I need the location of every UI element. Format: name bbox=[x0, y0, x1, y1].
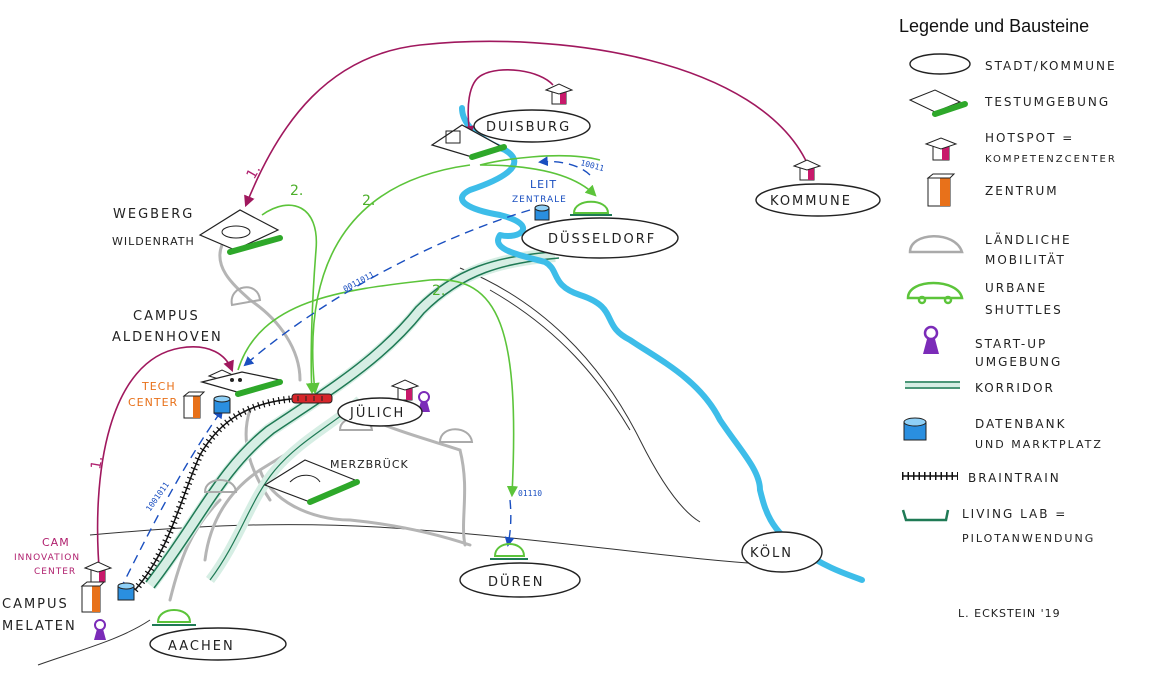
step-number-2-c: 2. bbox=[432, 283, 445, 299]
label-leitzentrale-2: ZENTRALE bbox=[512, 195, 567, 205]
legend-label: ZENTRUM bbox=[985, 184, 1059, 198]
database-icon bbox=[117, 582, 135, 601]
legend-label-2: PILOTANWENDUNG bbox=[962, 532, 1095, 545]
corridor bbox=[144, 248, 560, 590]
step-number-2-b: 2. bbox=[362, 193, 375, 209]
legend-label: STADT/KOMMUNE bbox=[985, 59, 1117, 73]
legend-label: BRAINTRAIN bbox=[968, 471, 1061, 485]
center-cube-icon bbox=[182, 391, 206, 419]
database-icon bbox=[213, 395, 231, 414]
center-cube-icon bbox=[80, 581, 106, 613]
legend-label: TESTUMGEBUNG bbox=[984, 95, 1110, 109]
binary-label-3: 1001011 bbox=[144, 480, 171, 513]
river-rhine bbox=[459, 105, 865, 583]
magenta-arrows bbox=[96, 40, 809, 581]
hotspot-icon bbox=[792, 159, 822, 181]
legend-label: LIVING LAB = bbox=[962, 507, 1067, 521]
braintrain-track bbox=[132, 394, 306, 593]
signature: L. ECKSTEIN '19 bbox=[958, 607, 1061, 620]
startup-pawn-icon bbox=[923, 325, 939, 354]
data-flow-arrows bbox=[119, 156, 591, 591]
legend-label-2: MOBILITÄT bbox=[985, 252, 1066, 267]
label-wegberg: WEGBERG bbox=[113, 207, 194, 222]
living-lab-icon bbox=[901, 509, 950, 522]
city-label-juelich: JÜLICH bbox=[349, 404, 405, 421]
label-cam-2: INNOVATION bbox=[14, 553, 80, 563]
hotspot-icon bbox=[390, 379, 420, 401]
binary-label-4: 01110 bbox=[518, 489, 542, 498]
database-icon bbox=[903, 417, 927, 441]
hotspot-icon bbox=[924, 137, 958, 161]
label-campus-melaten-2: MELATEN bbox=[2, 619, 77, 634]
legend-label: DATENBANK bbox=[975, 417, 1066, 431]
legend-label-2: KOMPETENZCENTER bbox=[985, 154, 1117, 165]
braintrain-train-icon bbox=[291, 393, 333, 404]
legend-label-2: UMGEBUNG bbox=[975, 355, 1062, 369]
label-tech-center-1: TECH bbox=[141, 380, 176, 393]
city-ellipses bbox=[149, 109, 881, 661]
test-environment-icon bbox=[199, 371, 283, 397]
label-tech-center-2: CENTER bbox=[128, 396, 178, 409]
label-cam-3: CENTER bbox=[34, 567, 76, 577]
city-label-duisburg: DUISBURG bbox=[486, 120, 571, 135]
legend-label: LÄNDLICHE bbox=[985, 232, 1072, 247]
city-label-kommune: KOMMUNE bbox=[770, 194, 852, 209]
step-number-1-left: 1. bbox=[88, 455, 106, 471]
city-label-koeln: KÖLN bbox=[750, 544, 793, 561]
step-number-2-a: 2. bbox=[290, 183, 303, 199]
legend-title: Legende und Bausteine bbox=[899, 16, 1089, 36]
city-ellipse-icon bbox=[909, 53, 971, 75]
legend-label: URBANE bbox=[985, 281, 1047, 295]
legend-label: KORRIDOR bbox=[975, 381, 1055, 395]
city-label-duesseldorf: DÜSSELDORF bbox=[548, 230, 656, 247]
legend-label-2: UND MARKTPLATZ bbox=[975, 438, 1103, 451]
label-campus-melaten-1: CAMPUS bbox=[2, 597, 69, 612]
city-label-aachen: AACHEN bbox=[168, 639, 235, 654]
legend: Legende und Bausteine STADT/KOMMUNE TEST… bbox=[899, 16, 1117, 545]
label-leitzentrale-1: LEIT bbox=[530, 178, 557, 191]
label-merzbrueck: MERZBRÜCK bbox=[330, 458, 409, 471]
center-cube-icon bbox=[926, 173, 956, 207]
binary-label-1: 10011 bbox=[579, 158, 605, 173]
green-arrows bbox=[237, 154, 601, 498]
legend-label: START-UP bbox=[975, 337, 1047, 351]
label-campus-aldenhoven-1: CAMPUS bbox=[133, 309, 200, 324]
label-campus-aldenhoven-2: ALDENHOVEN bbox=[112, 330, 223, 345]
urban-shuttle-icon bbox=[906, 281, 964, 305]
hotspot-icon bbox=[544, 83, 574, 105]
corridor-line-icon bbox=[905, 381, 960, 389]
city-label-dueren: DÜREN bbox=[488, 573, 545, 590]
startup-pawn-icon bbox=[94, 619, 106, 640]
step-number-1-top: 1. bbox=[244, 162, 265, 182]
test-environment-icon bbox=[198, 209, 283, 255]
legend-label: HOTSPOT = bbox=[985, 131, 1074, 145]
label-wildenrath: WILDENRATH bbox=[112, 235, 195, 248]
rural-car-icon bbox=[908, 235, 964, 254]
legend-label-2: SHUTTLES bbox=[985, 303, 1063, 317]
test-environment-icon bbox=[908, 89, 968, 117]
test-environment-icon bbox=[430, 124, 507, 160]
hotspot-icon bbox=[83, 561, 113, 583]
database-icon bbox=[534, 204, 550, 221]
test-environment-icon bbox=[263, 459, 360, 505]
urban-shuttle-icon bbox=[152, 200, 612, 626]
label-cam-1: CAM bbox=[42, 536, 70, 549]
